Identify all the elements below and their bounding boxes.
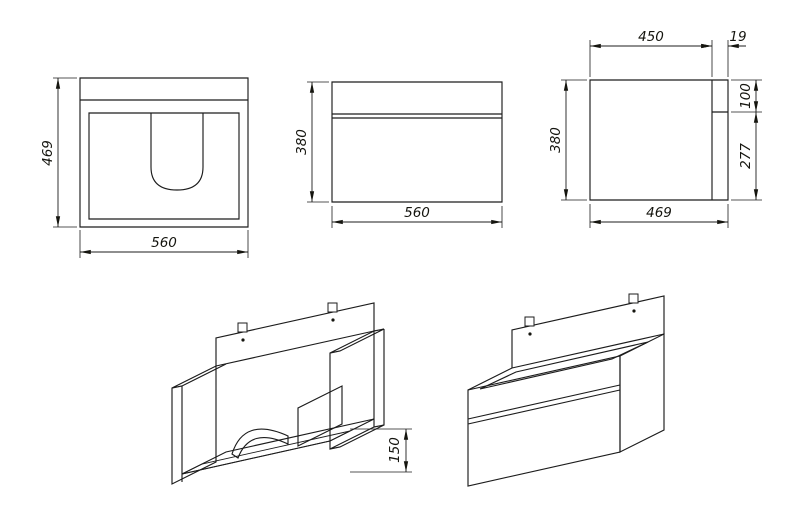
back-panel-thickness-dimension: 19: [694, 29, 747, 49]
screw-dot-icon: [632, 309, 636, 313]
sink-clearance-panel: [231, 428, 289, 459]
dimension-label: 380: [548, 127, 564, 153]
back-height-dimension: 380: [548, 79, 587, 201]
drawer-back-panel: [297, 385, 343, 447]
back-top-width-dimension: 450: [589, 29, 729, 77]
back-right-upper-dimension: 100: [731, 79, 762, 113]
isometric-open-view: 150: [171, 302, 412, 485]
hanging-bracket-icon: [237, 322, 248, 333]
cabinet-front-face: [467, 355, 621, 487]
side-carcass-outline: [331, 81, 503, 203]
cabinet-back-panel: [511, 295, 665, 368]
extension-lines: [307, 81, 329, 203]
back-view: 450 19 100 277 380: [548, 29, 762, 228]
front-height-dimension: 469: [40, 77, 77, 228]
dimension-label: 277: [738, 143, 754, 169]
screw-dot-icon: [241, 338, 245, 342]
extension-lines: [331, 206, 503, 228]
back-carcass-outline: [589, 79, 729, 201]
side-width-dimension: 560: [331, 205, 503, 228]
front-view: 469 560: [40, 77, 249, 258]
side-view: 380 560: [294, 81, 503, 228]
left-side-panel: [171, 363, 227, 485]
isometric-assembled-view: [467, 293, 665, 487]
dimension-label: 19: [729, 29, 746, 45]
drawer-height-dimension: 150: [350, 428, 412, 473]
cabinet-right-side-face: [619, 333, 665, 453]
screw-dot-icon: [331, 318, 335, 322]
dimension-label: 450: [638, 29, 664, 45]
dimension-label: 100: [738, 83, 754, 109]
right-side-panel: [329, 328, 385, 450]
front-width-dimension: 560: [79, 230, 249, 258]
side-height-dimension: 380: [294, 81, 329, 203]
back-width-dimension: 469: [589, 204, 729, 228]
back-rail-panel: [215, 302, 375, 367]
hanging-bracket-icon: [524, 316, 535, 327]
dimension-label: 560: [404, 205, 430, 221]
dimension-label: 150: [387, 437, 403, 463]
dimension-label: 380: [294, 129, 310, 155]
extension-lines: [53, 77, 77, 228]
drawing-root-group: 469 560 380 560: [40, 29, 762, 487]
dimension-label: 469: [40, 140, 56, 166]
dimension-label: 469: [646, 205, 672, 221]
cabinet-top-opening: [467, 333, 665, 391]
extension-lines: [350, 428, 412, 473]
screw-dot-icon: [528, 332, 532, 336]
front-sink-cutout: [150, 113, 204, 191]
hanging-bracket-icon: [327, 302, 338, 313]
hanging-bracket-icon: [628, 293, 639, 304]
extension-lines: [561, 79, 587, 201]
front-carcass-outline: [79, 77, 249, 228]
front-opening-outline: [88, 112, 240, 220]
dimension-label: 560: [151, 235, 177, 251]
drawer-bottom-hatched-area: [181, 430, 351, 475]
back-right-lower-dimension: 277: [731, 112, 762, 201]
cabinet-floor: [181, 418, 375, 475]
